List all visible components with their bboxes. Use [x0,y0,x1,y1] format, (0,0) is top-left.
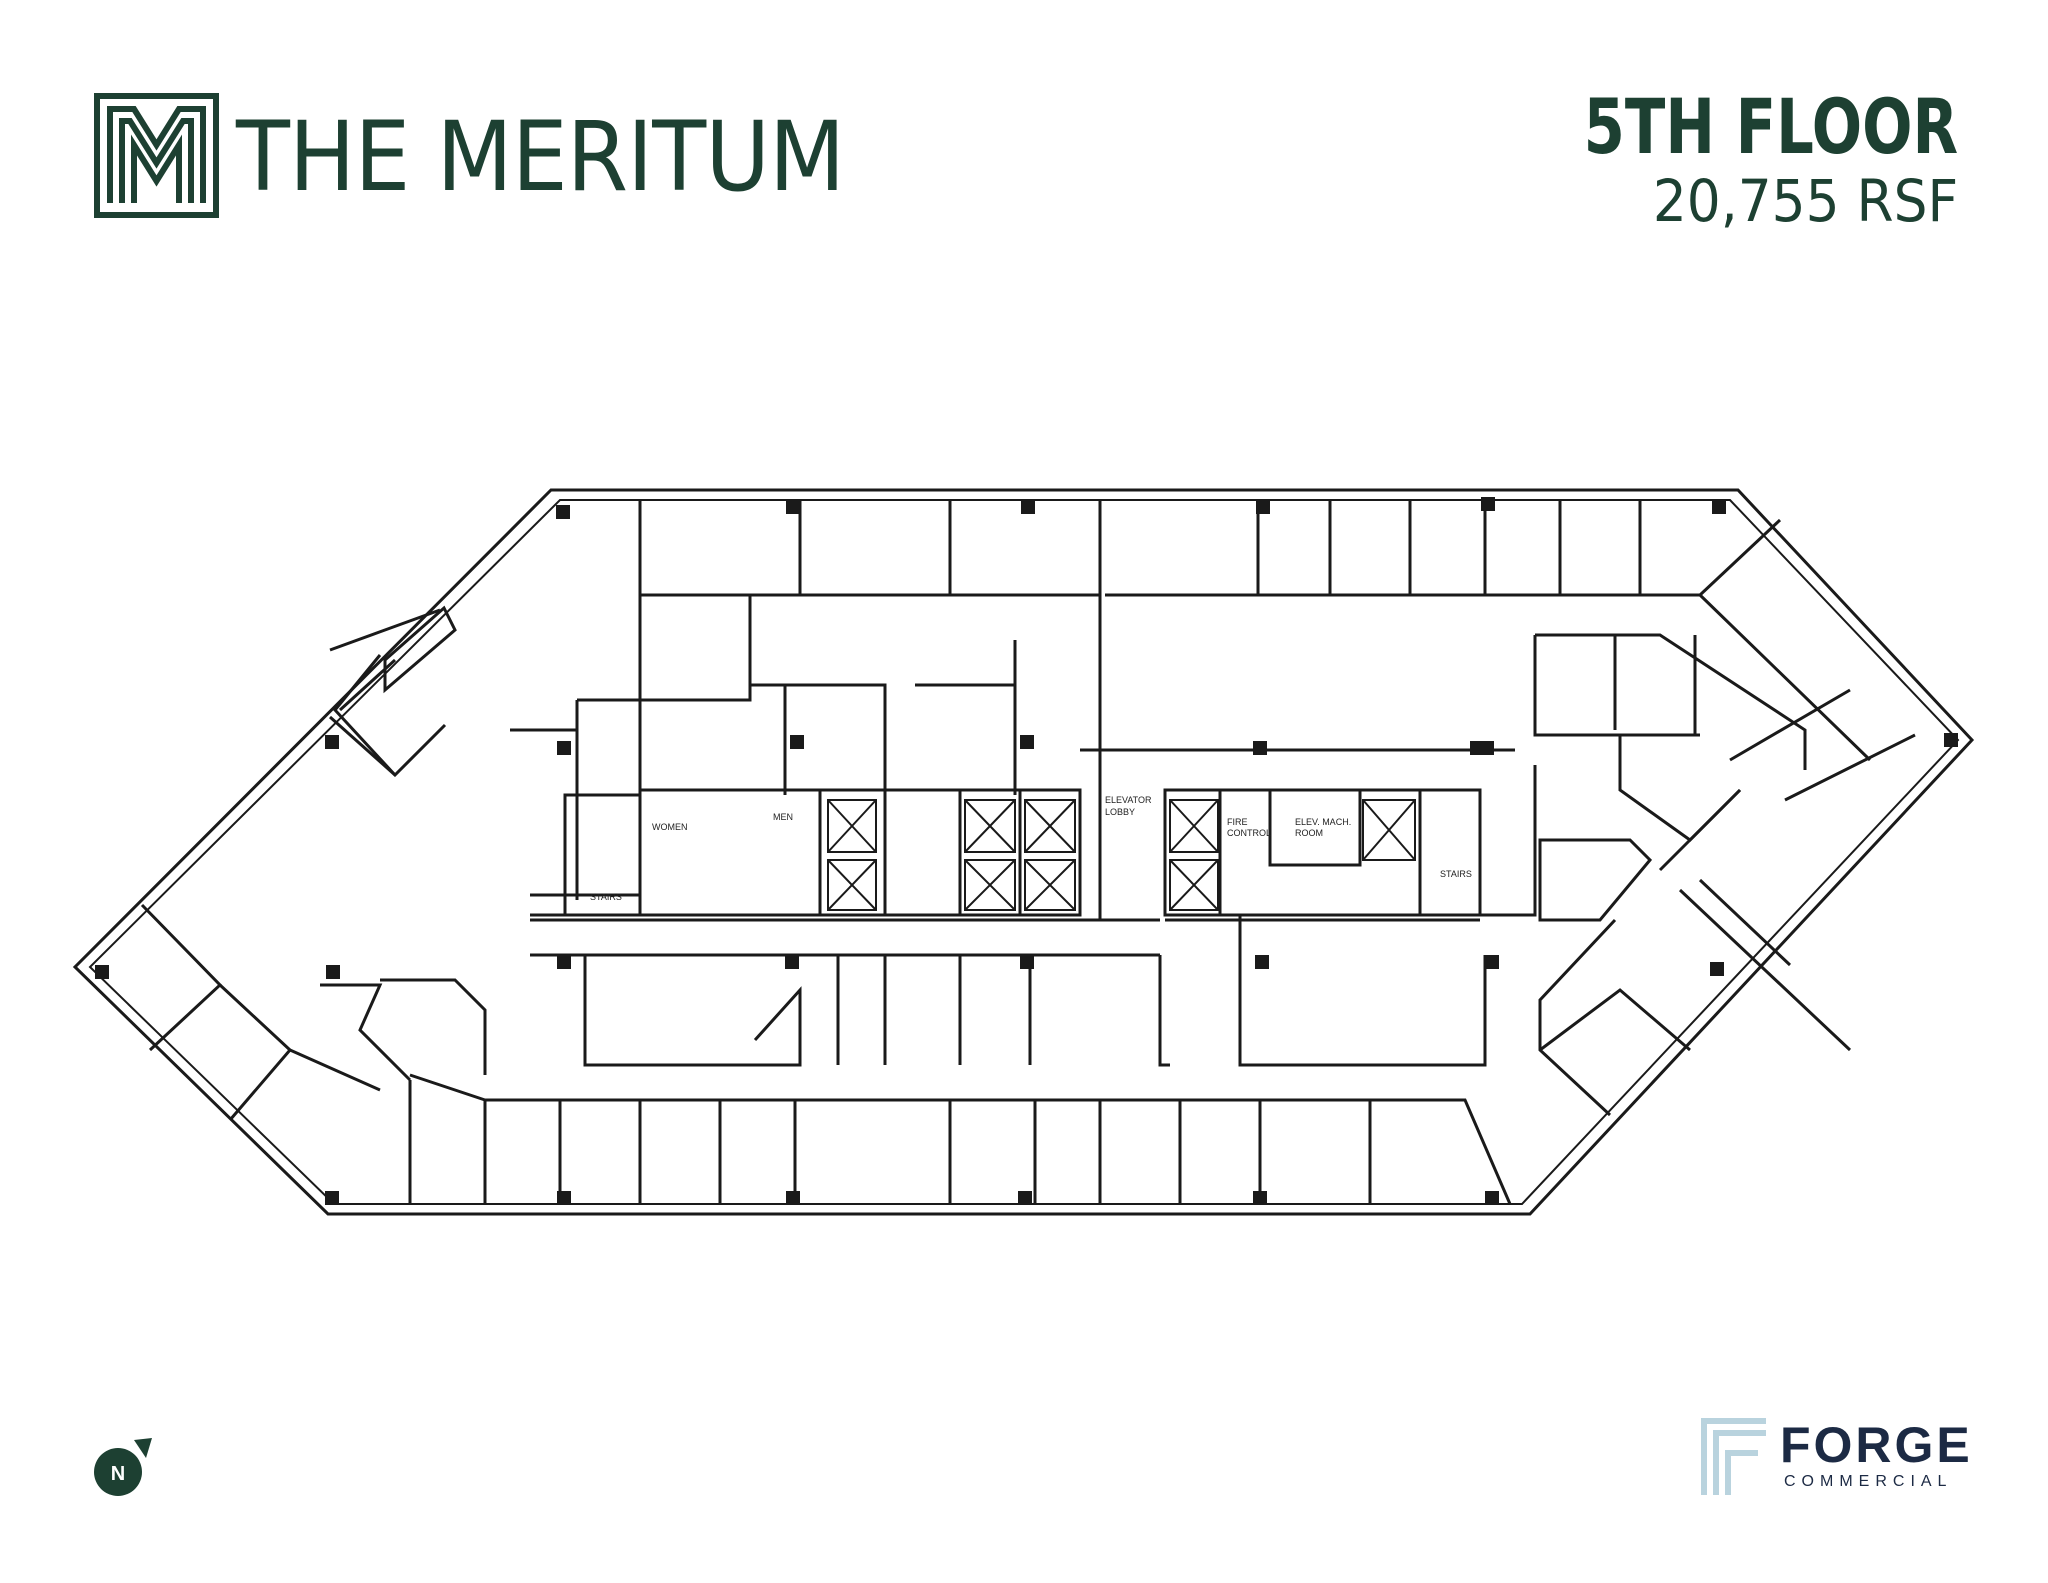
brand-name: THE MERITUM [236,101,845,213]
floor-title: 5TH FLOOR [1583,82,1958,171]
label-elevator-lobby-2: LOBBY [1105,807,1135,817]
label-stairs-east: STAIRS [1440,869,1472,879]
floor-info: 5TH FLOOR 20,755 RSF [1478,82,1958,235]
compass-label: N [111,1463,125,1485]
north-arrow-icon: N [94,1438,152,1496]
label-elevator-lobby-1: ELEVATOR [1105,795,1152,805]
label-women: WOMEN [652,822,688,832]
forge-logo: FORGE COMMERCIAL [1700,1417,1970,1497]
floor-area: 20,755 RSF [1652,167,1958,235]
forge-name: FORGE [1780,1417,1973,1473]
label-men: MEN [773,812,793,822]
outer-wall [72,488,1975,1216]
forge-f-icon [1701,1418,1766,1495]
label-stairs-west: STAIRS [590,892,622,902]
label-fire-control-2: CONTROL [1227,828,1271,838]
forge-sub: COMMERCIAL [1784,1473,1953,1490]
meritum-logo-icon [94,93,219,218]
label-elev-mach-1: ELEV. MACH. [1295,817,1351,827]
inner-wall [88,499,1960,1205]
label-elev-mach-2: ROOM [1295,828,1323,838]
label-fire-control-1: FIRE [1227,817,1248,827]
